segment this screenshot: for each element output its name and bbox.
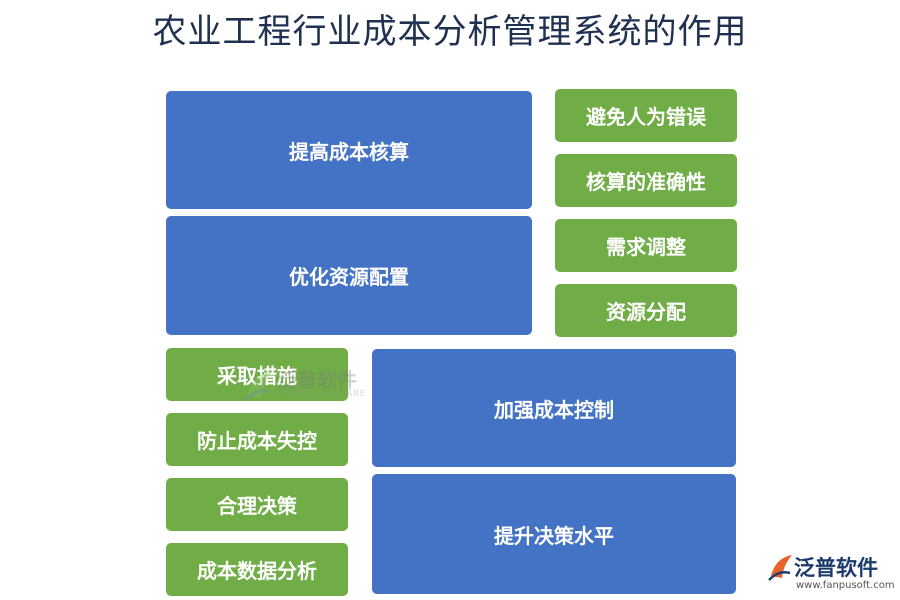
- page-title: 农业工程行业成本分析管理系统的作用: [152, 12, 748, 52]
- box-reasonable-decision: 合理决策: [166, 478, 348, 531]
- box-demand-adjustment: 需求调整: [555, 219, 737, 272]
- brand-logo-icon: [768, 555, 792, 581]
- brand-name: 泛普软件: [794, 556, 878, 580]
- box-prevent-cost-overrun: 防止成本失控: [166, 413, 348, 466]
- box-label: 防止成本失控: [197, 429, 317, 453]
- box-label: 采取措施: [217, 364, 297, 388]
- box-label: 避免人为错误: [586, 105, 706, 129]
- box-label: 提升决策水平: [494, 523, 614, 548]
- box-label: 资源分配: [606, 300, 686, 324]
- box-label: 核算的准确性: [586, 170, 706, 194]
- box-avoid-human-error: 避免人为错误: [555, 89, 737, 142]
- box-label: 成本数据分析: [197, 559, 317, 583]
- box-strengthen-cost-control: 加强成本控制: [372, 349, 736, 467]
- box-optimize-resource-allocation: 优化资源配置: [166, 216, 532, 335]
- box-improve-cost-accounting: 提高成本核算: [166, 91, 532, 209]
- box-take-measures: 采取措施: [166, 348, 348, 401]
- box-label: 需求调整: [606, 235, 686, 259]
- box-label: 提高成本核算: [289, 139, 409, 164]
- box-resource-distribution: 资源分配: [555, 284, 737, 337]
- box-cost-data-analysis: 成本数据分析: [166, 543, 348, 596]
- brand-logo: 泛普软件 www.fanpusoft.com: [768, 552, 895, 596]
- box-accounting-accuracy: 核算的准确性: [555, 154, 737, 207]
- box-label: 优化资源配置: [289, 265, 409, 289]
- box-label: 加强成本控制: [494, 397, 614, 422]
- box-label: 合理决策: [217, 494, 297, 518]
- box-improve-decision-level: 提升决策水平: [372, 474, 736, 594]
- brand-url: www.fanpusoft.com: [796, 580, 895, 591]
